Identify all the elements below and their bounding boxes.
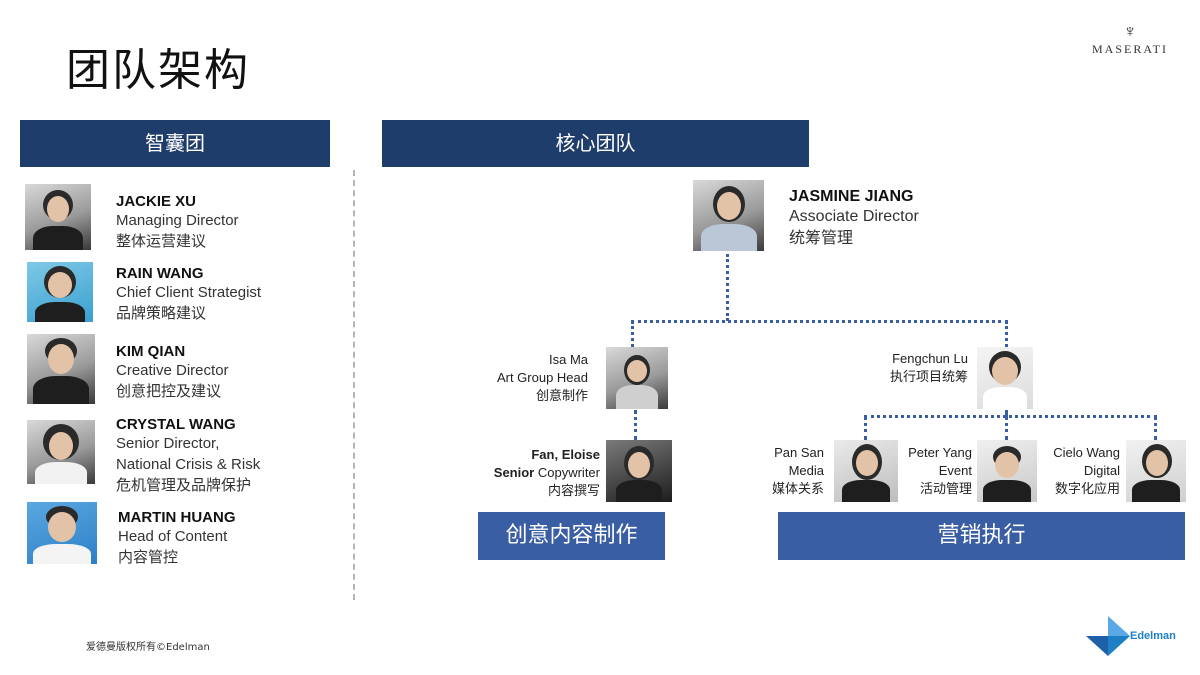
member-title-line2: National Crisis & Risk	[116, 456, 261, 473]
connector	[1154, 416, 1157, 440]
member-cielo-wang: Cielo Wang Digital 数字化应用	[1040, 444, 1120, 498]
member-pan-san: Pan San Media 媒体关系	[752, 444, 824, 498]
member-peter-yang: Peter Yang Event 活动管理	[896, 444, 972, 498]
avatar-crystal-wang	[27, 420, 95, 484]
member-desc: 品牌策略建议	[116, 305, 207, 322]
connector	[864, 416, 867, 440]
member-title: Senior Director,	[116, 435, 220, 452]
avatar-fengchun-lu	[977, 347, 1033, 409]
member-title: Media	[788, 463, 824, 478]
member-isa-ma: Isa Ma Art Group Head 创意制作	[470, 351, 588, 405]
connector	[1005, 416, 1008, 440]
avatar-pan-san	[834, 440, 898, 502]
connector	[1005, 321, 1008, 347]
member-title-rest: Copywriter	[534, 465, 600, 480]
member-title: Art Group Head	[496, 370, 588, 385]
member-title: Senior Copywriter	[474, 464, 600, 482]
connector	[634, 410, 637, 440]
member-name: Cielo Wang	[1053, 445, 1120, 460]
member-desc: 活动管理	[919, 481, 972, 496]
member-rain-wang: RAIN WANG Chief Client Strategist 品牌策略建议	[116, 265, 261, 324]
member-title: Event	[938, 463, 972, 478]
member-desc: 危机管理及品牌保护	[116, 477, 252, 494]
member-desc: 媒体关系	[771, 481, 824, 496]
member-desc: 创意制作	[535, 388, 588, 403]
member-jackie-xu: JACKIE XU Managing Director 整体运营建议	[116, 193, 239, 252]
member-jasmine-jiang: JASMINE JIANG Associate Director 统筹管理	[789, 188, 919, 250]
trident-icon: ♆	[1123, 21, 1137, 41]
member-name: Fengchun Lu	[892, 351, 968, 366]
avatar-cielo-wang	[1126, 440, 1186, 502]
page-title: 团队架构	[66, 45, 250, 96]
member-name: JASMINE JIANG	[789, 188, 914, 205]
section-divider	[353, 170, 355, 600]
avatar-jackie-xu	[25, 184, 91, 250]
maserati-logo: ♆ MASERATI	[1084, 22, 1176, 57]
avatar-martin-huang	[27, 502, 97, 564]
member-name: MARTIN HUANG	[118, 509, 236, 526]
avatar-peter-yang	[977, 440, 1037, 502]
member-desc: 执行项目统筹	[889, 369, 968, 384]
avatar-rain-wang	[27, 262, 93, 322]
member-name: Pan San	[774, 445, 824, 460]
member-desc: 内容撰写	[547, 483, 600, 498]
member-crystal-wang: CRYSTAL WANG Senior Director, National C…	[116, 416, 260, 496]
marketing-execution-bar: 营销执行	[778, 512, 1185, 560]
edelman-wordmark: Edelman	[1130, 630, 1176, 642]
avatar-kim-qian	[27, 334, 95, 404]
member-title: Managing Director	[116, 212, 239, 229]
member-desc: 数字化应用	[1054, 481, 1120, 496]
core-team-header: 核心团队	[382, 120, 809, 167]
edelman-logo-icon	[1086, 616, 1130, 656]
member-title: Associate Director	[789, 208, 919, 225]
member-name: Fan, Eloise	[531, 447, 600, 462]
avatar-jasmine-jiang	[693, 180, 764, 251]
member-martin-huang: MARTIN HUANG Head of Content 内容管控	[118, 509, 236, 568]
member-name: JACKIE XU	[116, 193, 197, 210]
maserati-wordmark: MASERATI	[1091, 42, 1168, 56]
member-title-bold: Senior	[493, 465, 535, 480]
member-name: CRYSTAL WANG	[116, 416, 236, 433]
avatar-isa-ma	[606, 347, 668, 409]
creative-content-bar: 创意内容制作	[478, 512, 665, 560]
member-title: Head of Content	[118, 528, 228, 545]
connector	[1005, 410, 1008, 416]
connector	[631, 320, 1008, 323]
member-title: Digital	[1083, 463, 1120, 478]
member-name: RAIN WANG	[116, 265, 204, 282]
member-desc: 统筹管理	[789, 230, 854, 247]
copyright-text: 爱德曼版权所有©Edelman	[86, 642, 210, 653]
member-fengchun-lu: Fengchun Lu 执行项目统筹	[860, 350, 968, 386]
member-desc: 内容管控	[118, 549, 179, 566]
connector	[726, 254, 729, 321]
avatar-fan-eloise	[606, 440, 672, 502]
member-kim-qian: KIM QIAN Creative Director 创意把控及建议	[116, 343, 229, 402]
think-tank-header: 智囊团	[20, 120, 330, 167]
member-title: Chief Client Strategist	[116, 284, 262, 301]
member-title: Creative Director	[116, 362, 229, 379]
connector	[864, 415, 1157, 418]
member-desc: 整体运营建议	[116, 233, 207, 250]
connector	[631, 321, 634, 347]
member-name: KIM QIAN	[116, 343, 186, 360]
member-name: Isa Ma	[548, 352, 588, 367]
member-name: Peter Yang	[908, 445, 972, 460]
member-desc: 创意把控及建议	[116, 383, 222, 400]
member-fan-eloise: Fan, Eloise Senior Copywriter 内容撰写	[474, 446, 600, 500]
